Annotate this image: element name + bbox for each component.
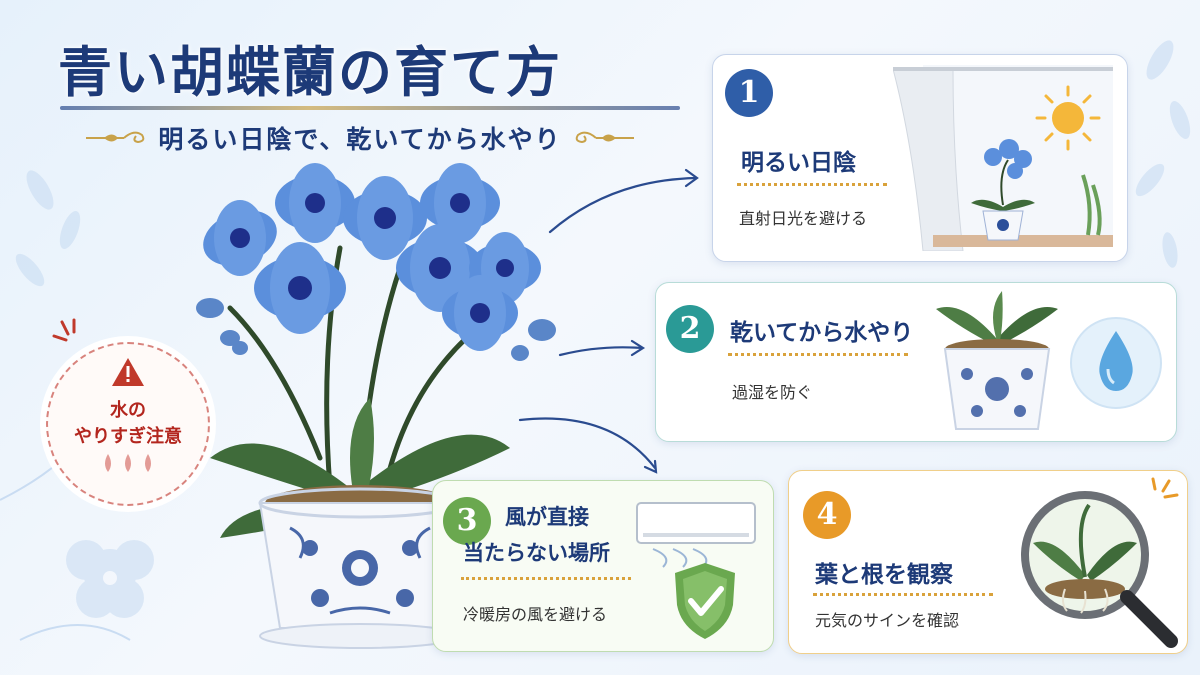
water-drop-circle (1070, 317, 1162, 409)
warning-line1: 水の (110, 400, 146, 421)
tip-description: 元気のサインを確認 (815, 611, 960, 630)
title-underline (60, 106, 680, 110)
dotted-divider (813, 593, 993, 596)
tip-title: 明るい日陰 (741, 150, 856, 176)
overwatering-warning-badge: 水の やりすぎ注意 (46, 342, 210, 506)
small-orchid-pot-icon (971, 139, 1035, 241)
flourish-left-icon (86, 131, 145, 144)
dotted-divider (728, 353, 908, 356)
dotted-divider (737, 183, 887, 186)
tip-number-badge: 4 (803, 491, 851, 539)
potted-orchid-roots-icon (936, 291, 1058, 430)
tip-description: 直射日光を避ける (739, 209, 868, 228)
tip-card-4: 4 葉と根を観察 元気のサインを確認 (788, 470, 1188, 654)
subtitle-row: 明るい日陰で、乾いてから水やり (60, 116, 660, 160)
tip-number-badge: 3 (443, 497, 491, 545)
tip-card-3: 3 風が直接 当たらない場所 冷暖房の風を避ける (432, 480, 774, 652)
tip-description: 冷暖房の風を避ける (463, 605, 608, 624)
blue-orchid-illustration (196, 163, 556, 649)
page-title: 青い胡蝶蘭の育て方 (58, 40, 562, 104)
tip-title: 葉と根を観察 (815, 562, 953, 588)
warning-triangle-icon (112, 358, 144, 386)
dotted-divider (461, 577, 631, 580)
tip-description: 過湿を防ぐ (732, 383, 813, 402)
tip-title: 乾いてから水やり (730, 320, 914, 346)
tip-number-badge: 1 (725, 69, 773, 117)
warning-line2: やりすぎ注意 (74, 426, 182, 447)
sun-icon (1035, 85, 1101, 151)
subtitle: 明るい日陰で、乾いてから水やり (158, 125, 562, 154)
tip-number-badge: 2 (666, 305, 714, 353)
tip-card-2: 2 乾いてから水やり 過湿を防ぐ (655, 282, 1177, 442)
tip-title-line1: 風が直接 (505, 505, 589, 529)
water-drops-icon (105, 454, 151, 472)
tip-card-1: 1 明るい日陰 直射日光を避ける (712, 54, 1128, 262)
tip-title-line2: 当たらない場所 (463, 541, 610, 565)
warning-accent-lines-icon (52, 318, 76, 342)
magnifying-glass-icon (1021, 491, 1178, 648)
air-conditioner-icon (636, 502, 756, 568)
shield-check-icon (675, 563, 735, 639)
sparkle-lines-icon (1151, 477, 1179, 499)
water-drop-icon (1099, 331, 1133, 391)
flourish-right-icon (575, 131, 634, 144)
